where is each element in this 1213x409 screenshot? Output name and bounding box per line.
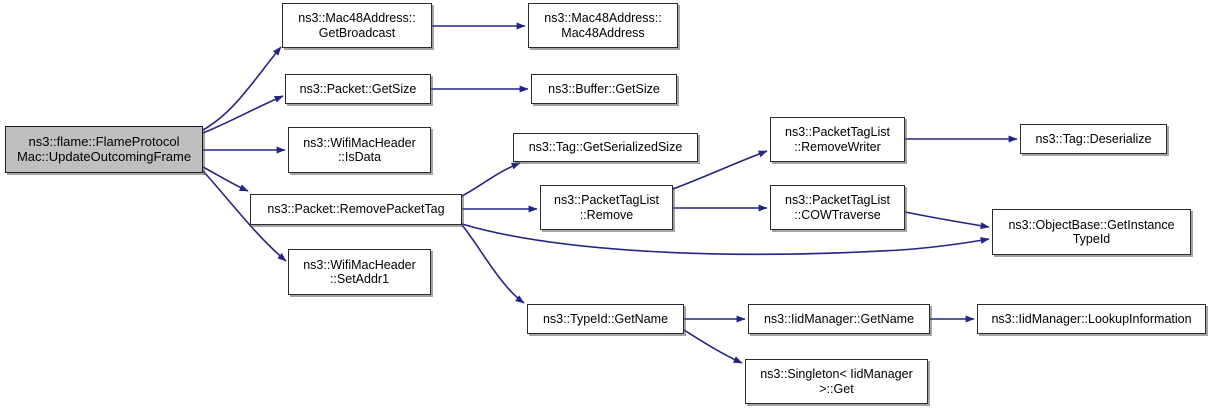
graph-edge-root-to-packet_removepackettag	[202, 166, 249, 192]
graph-node-packet_getsize[interactable]: ns3::Packet::GetSize	[285, 74, 431, 104]
graph-node-ptl_remove[interactable]: ns3::PacketTagList ::Remove	[540, 185, 673, 230]
graph-edge-packet_removepackettag-to-tag_getserializedsize	[461, 162, 521, 197]
graph-node-packet_removepackettag[interactable]: ns3::Packet::RemovePacketTag	[250, 194, 462, 225]
graph-node-iidmanager_getname[interactable]: ns3::IidManager::GetName	[748, 304, 930, 334]
graph-node-mac48_getbroadcast[interactable]: ns3::Mac48Address:: GetBroadcast	[282, 3, 432, 48]
graph-node-label: ns3::Tag::GetSerializedSize	[528, 140, 683, 155]
graph-node-tag_deserialize[interactable]: ns3::Tag::Deserialize	[1020, 124, 1167, 154]
graph-node-singleton_iidmanager_get[interactable]: ns3::Singleton< IidManager >::Get	[745, 359, 928, 404]
graph-node-label: ns3::flame::FlameProtocol Mac::UpdateOut…	[16, 134, 192, 164]
graph-node-label: ns3::Packet::GetSize	[299, 81, 417, 96]
graph-node-root[interactable]: ns3::flame::FlameProtocol Mac::UpdateOut…	[5, 126, 203, 173]
graph-node-label: ns3::PacketTagList ::COWTraverse	[785, 193, 890, 222]
graph-node-tag_getserializedsize[interactable]: ns3::Tag::GetSerializedSize	[513, 133, 698, 162]
graph-edge-typeid_getname-to-singleton_iidmanager_get	[683, 329, 743, 364]
graph-node-ptl_removewriter[interactable]: ns3::PacketTagList ::RemoveWriter	[770, 117, 905, 162]
graph-node-label: ns3::IidManager::LookupInformation	[991, 311, 1192, 326]
graph-node-iidmanager_lookupinformation[interactable]: ns3::IidManager::LookupInformation	[977, 304, 1206, 334]
graph-node-label: ns3::Tag::Deserialize	[1035, 131, 1152, 146]
graph-node-label: ns3::ObjectBase::GetInstance TypeId	[1008, 217, 1175, 247]
graph-edge-packet_removepackettag-to-typeid_getname	[461, 224, 525, 304]
graph-node-label: ns3::Singleton< IidManager >::Get	[760, 367, 913, 396]
graph-node-mac48_ctor[interactable]: ns3::Mac48Address:: Mac48Address	[528, 3, 678, 48]
graph-node-label: ns3::Mac48Address:: Mac48Address	[544, 11, 662, 40]
graph-node-objectbase_getinstancetypeid[interactable]: ns3::ObjectBase::GetInstance TypeId	[992, 209, 1191, 255]
graph-node-wifimac_setaddr1[interactable]: ns3::WifiMacHeader ::SetAddr1	[288, 249, 431, 295]
graph-node-buffer_getsize[interactable]: ns3::Buffer::GetSize	[531, 74, 677, 104]
graph-node-label: ns3::Buffer::GetSize	[548, 81, 660, 96]
graph-node-label: ns3::PacketTagList ::RemoveWriter	[785, 125, 890, 154]
graph-node-ptl_cowtraverse[interactable]: ns3::PacketTagList ::COWTraverse	[770, 185, 905, 230]
graph-node-label: ns3::Packet::RemovePacketTag	[267, 202, 445, 217]
graph-node-typeid_getname[interactable]: ns3::TypeId::GetName	[527, 304, 684, 334]
graph-node-label: ns3::WifiMacHeader ::SetAddr1	[303, 257, 416, 287]
graph-node-wifimac_isdata[interactable]: ns3::WifiMacHeader ::IsData	[288, 127, 431, 173]
graph-node-label: ns3::Mac48Address:: GetBroadcast	[298, 11, 416, 40]
graph-edge-root-to-packet_getsize	[202, 95, 284, 134]
graph-node-label: ns3::TypeId::GetName	[542, 311, 669, 326]
graph-edge-ptl_cowtraverse-to-objectbase_getinstancetypeid	[904, 211, 990, 230]
graph-node-label: ns3::PacketTagList ::Remove	[554, 193, 659, 222]
graph-node-label: ns3::IidManager::GetName	[763, 311, 915, 326]
graph-node-label: ns3::WifiMacHeader ::IsData	[303, 135, 416, 165]
graph-edge-root-to-mac48_getbroadcast	[202, 46, 282, 131]
